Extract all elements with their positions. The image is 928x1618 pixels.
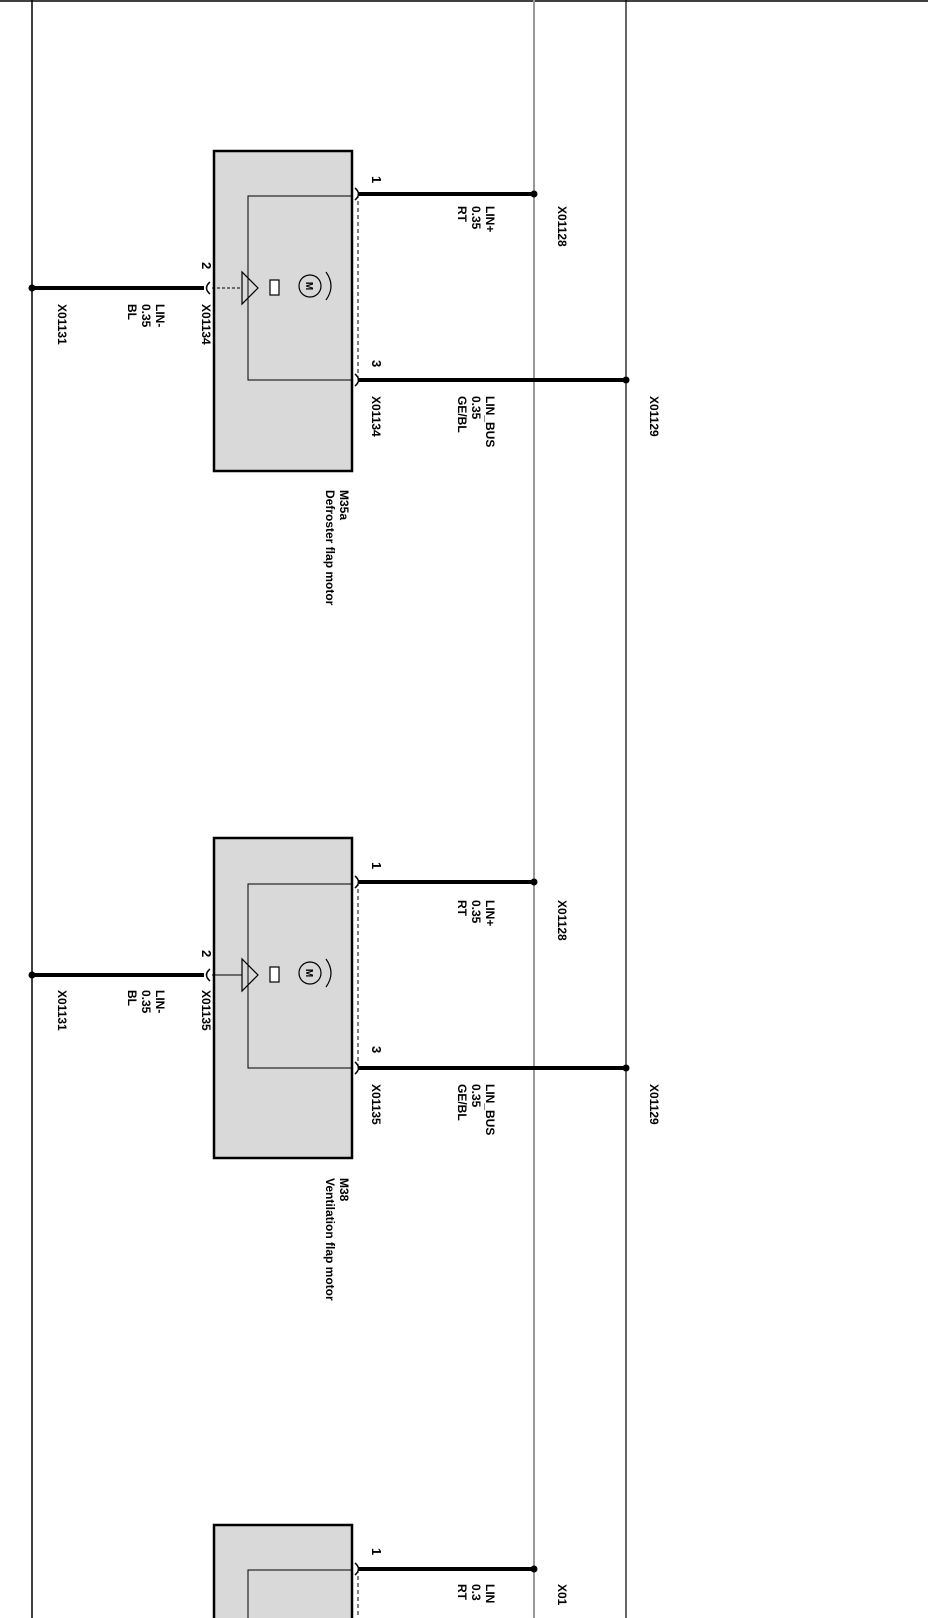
- pin-number: 1: [369, 1548, 384, 1555]
- wire-signal: LIN: [483, 1584, 497, 1603]
- wire-signal: LIN_BUS: [483, 396, 497, 447]
- pin-number: 1: [369, 862, 384, 869]
- wire-size: 0.35: [469, 206, 483, 230]
- junction-dot: [28, 284, 36, 292]
- pin-connector: [354, 875, 360, 889]
- connector-label: X01134: [369, 396, 383, 437]
- wire-signal: LIN_BUS: [483, 1084, 497, 1135]
- motor-arrow-icon: [325, 958, 332, 988]
- capacitor-icon: [269, 966, 280, 983]
- wire-color: RT: [455, 206, 469, 223]
- module-box: [212, 836, 354, 1160]
- wire-color: BL: [125, 304, 139, 320]
- wire-signal: LIN-: [153, 990, 167, 1013]
- junction-dot: [530, 878, 538, 886]
- connector-label: X01134: [199, 304, 213, 345]
- component-id: M35a: [337, 490, 351, 520]
- pin-number: 3: [369, 360, 384, 367]
- pin-connector: [354, 1061, 360, 1075]
- transistor-triangle-icon: [241, 270, 259, 306]
- component-m35a: M 1 LIN+ 0.35 RT X01128 3 X01134 LIN_BUS…: [28, 149, 661, 606]
- wire-size: 0.35: [139, 304, 153, 328]
- node-label: X01: [555, 1584, 569, 1606]
- node-label: X01131: [55, 990, 69, 1031]
- wire-size: 0.35: [469, 900, 483, 924]
- wire-size: 0.35: [469, 1084, 483, 1108]
- pin-number: 2: [199, 262, 214, 269]
- junction-dot: [530, 1565, 538, 1573]
- pin-connector: [354, 187, 360, 201]
- pin-number: 3: [369, 1046, 384, 1053]
- component-name: Defroster flap motor: [323, 490, 337, 606]
- component-id: M38: [337, 1178, 351, 1202]
- pin-number: 1: [369, 176, 384, 183]
- wire-signal: LIN+: [483, 900, 497, 926]
- module-inner-box: [247, 1569, 353, 1618]
- connector-label: X01135: [199, 990, 213, 1031]
- pin-connector: [354, 373, 360, 387]
- node-label: X01131: [55, 304, 69, 345]
- wire-color: GE/BL: [455, 396, 469, 433]
- connector-label: X01135: [369, 1084, 383, 1125]
- node-label: X01128: [555, 206, 569, 247]
- junction-dot: [28, 971, 36, 979]
- motor-symbol: M: [303, 969, 314, 977]
- motor-icon: [298, 961, 322, 985]
- junction-dot: [530, 190, 538, 198]
- pin-number: 2: [199, 950, 214, 957]
- wire-color: RT: [455, 900, 469, 917]
- node-label: X01129: [647, 1084, 661, 1125]
- module-box: [212, 1523, 354, 1618]
- wire-color: BL: [125, 990, 139, 1006]
- motor-icon: [298, 274, 322, 298]
- module-inner-box: [247, 883, 353, 1069]
- junction-dot: [622, 1064, 630, 1072]
- junction-dot: [622, 376, 630, 384]
- node-label: X01129: [647, 396, 661, 437]
- motor-arrow-icon: [325, 271, 332, 301]
- module-box: [212, 149, 354, 473]
- wire-color: GE/BL: [455, 1084, 469, 1121]
- pin-connector: [205, 281, 211, 295]
- wire-color: RT: [455, 1584, 469, 1601]
- capacitor-icon: [269, 279, 280, 296]
- wire-size: 0.35: [139, 990, 153, 1014]
- component-name: Ventilation flap motor: [323, 1178, 337, 1301]
- wire-signal: LIN+: [483, 206, 497, 232]
- motor-symbol: M: [303, 282, 314, 290]
- pin-connector: [205, 968, 211, 982]
- module-inner-box: [247, 195, 353, 381]
- pin-connector: [354, 1562, 360, 1576]
- component-partial: 1 LIN 0.3 RT X01: [212, 1523, 569, 1618]
- wire-signal: LIN-: [153, 304, 167, 327]
- component-m38: M 1 LIN+ 0.35 RT X01128 3 X01135 LIN_BUS…: [28, 836, 661, 1301]
- wire-size: 0.3: [469, 1584, 483, 1601]
- wire-size: 0.35: [469, 396, 483, 420]
- node-label: X01128: [555, 900, 569, 941]
